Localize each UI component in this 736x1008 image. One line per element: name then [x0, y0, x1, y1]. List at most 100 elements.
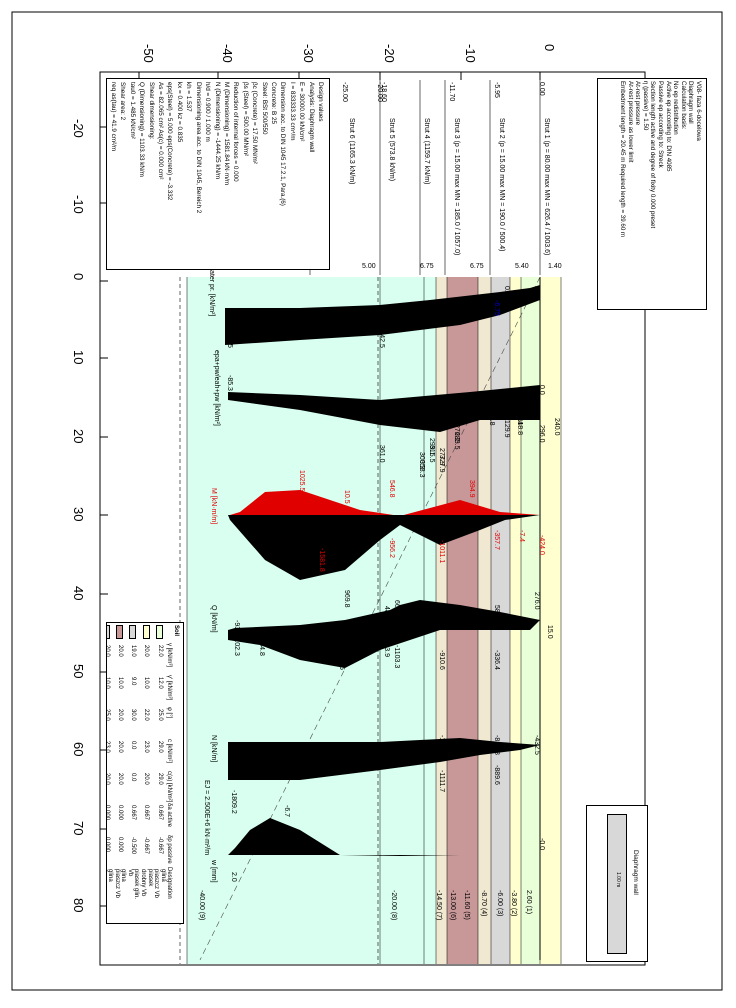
design-line: E = 30000.00 kN/cm² — [298, 82, 306, 142]
soil-table-cell: 0.000 — [116, 805, 123, 821]
soil-table-header-cell: c [kN/m²] — [166, 739, 173, 763]
stiffness-label: EJ = 2.500E+6 kN·m²/m — [203, 780, 210, 855]
layer-depth-label: -40.00 (9) — [198, 890, 205, 920]
pressure-value-label: 276.2 — [453, 424, 460, 442]
shear-value-label: 581.1 — [493, 605, 500, 623]
pressure-caption: epa+pw/eah+pw [kN/m²] — [213, 350, 220, 426]
shear-value-label: -1103.3 — [393, 645, 400, 668]
design-line: Design values — [317, 82, 324, 122]
design-line: Dimension acc. to DIN 1045 17.2.1, Para.… — [279, 82, 287, 206]
depth-tick-label: -40 — [220, 44, 235, 63]
pressure-value-label: 361.0 — [378, 445, 385, 463]
level-label: -18.60 — [380, 82, 387, 102]
soil-table-cell: 0.667 — [130, 805, 137, 821]
soil-table-cell: 20.0 — [116, 709, 123, 721]
level-label: -25.00 — [341, 82, 348, 102]
moment-value-label: 10.5 — [343, 490, 350, 504]
x-tick-label: 50 — [71, 664, 86, 678]
soil-table-cell: 0.000 — [106, 837, 110, 853]
soil-table-header-cell: φ [°] — [166, 707, 173, 719]
design-line: N (Dimensioning) = -1444.25 kN/m — [213, 82, 221, 180]
pressure-value-label: 300.3 — [418, 452, 425, 470]
soil-table-cell: 20.0 — [116, 645, 123, 657]
strut-length-label: 5.40 — [515, 263, 529, 270]
deflection-caption: w [mm] — [210, 859, 217, 883]
depth-tick-label: -30 — [301, 44, 316, 63]
info-line: No ep redistribution — [672, 81, 680, 135]
depth-tick-label: -50 — [141, 44, 156, 63]
design-line: eps(Steel) = 5.000 eps(Concrete) = -3.33… — [166, 82, 174, 201]
soil-table-cell: 20.0 — [106, 645, 110, 657]
shear-value-label: -910.6 — [438, 650, 445, 670]
x-tick-label: -10 — [71, 195, 86, 214]
normal-value-label: -1809.2 — [230, 790, 237, 814]
depth-tick-label: -10 — [463, 44, 478, 63]
design-line: βs (Steel) = 500.00 MN/m² — [241, 82, 249, 157]
soil-table-cell: 22.0 — [143, 709, 150, 721]
design-line: Shear area: 2 — [119, 82, 127, 121]
design-line: kx = 0.400 kz = 0.835 — [175, 82, 183, 143]
info-line: Section length active and degree of fixi… — [649, 81, 657, 229]
wall-legend-sub: 1.00 m — [615, 872, 621, 888]
soil-table-cell: 10.0 — [106, 677, 110, 689]
pressure-value-label: 327.9 — [438, 455, 445, 473]
pressure-value-label: 117.4 — [516, 408, 523, 425]
shear-value-label: -93.5 — [233, 620, 240, 636]
info-line: Embedment length = 20.45 m Required leng… — [619, 81, 627, 238]
normal-value-label: -432.5 — [533, 735, 540, 755]
normal-value-label: -1036.7 — [438, 735, 445, 759]
soil-swatch — [155, 625, 163, 639]
soil-table-header-cell: Designation — [166, 867, 173, 899]
x-tick-label: 80 — [71, 898, 86, 912]
soil-table-cell: 0.000 — [106, 805, 110, 821]
soil-table-cell: 10.0 — [116, 677, 123, 689]
normal-caption: N [kN/m] — [210, 735, 217, 762]
shear-value-label: -336.4 — [493, 650, 500, 670]
wall-legend-box: Diaphragm wall 1.00 m — [586, 805, 648, 962]
info-line: Calculation basis: — [679, 81, 687, 130]
pressure-diagram-lower — [228, 385, 540, 432]
x-tick-label: 10 — [71, 350, 86, 364]
soil-table-cell: piasek drobny Vb — [140, 869, 153, 897]
water-caption: water pr. [kN/m²] — [208, 264, 215, 316]
soil-table-cell: 23.0 — [143, 741, 150, 753]
design-line: Reduction of internal forces = 0.000 — [232, 82, 240, 182]
soil-swatch — [107, 625, 110, 639]
soil-table-cell: 20.0 — [143, 645, 150, 657]
soil-table-cell: -0.667 — [143, 837, 150, 855]
moment-value-label: 1025.5 — [298, 470, 305, 492]
soil-table-header-cell: δa active — [166, 803, 173, 828]
soil-table-header-cell: δp passive — [166, 835, 173, 864]
shear-value-label: -885.5 — [338, 650, 345, 670]
design-line: Dimensioning area acc. to DIN 1045, Bere… — [194, 82, 202, 214]
soil-table-cell: 25.0 — [106, 709, 110, 721]
layer-depth-label: -6.00 (3) — [496, 890, 503, 916]
pressure-value-label: -142.5 — [378, 328, 385, 348]
soil-table-cell: -0.667 — [156, 837, 163, 855]
info-box: V08- faza 6-docelowa Diaphragm wall Calc… — [597, 78, 707, 310]
pressure-value-label: 296.0 — [538, 425, 545, 443]
soil-table-header-cell: c(a) [kN/m²] — [166, 771, 173, 803]
soil-table-cell: 0.0 — [130, 741, 137, 750]
soil-swatch — [142, 625, 150, 639]
info-line: Passive ep according to: Streck — [657, 81, 665, 168]
soil-table-cell: 12.0 — [156, 677, 163, 689]
soil-table-cell: 0.0 — [130, 773, 137, 782]
shear-value-label: 15.0 — [546, 625, 553, 639]
layer-depth-label: -3.80 (2) — [510, 890, 517, 916]
pressure-value-label: 299.1 — [428, 438, 435, 456]
soil-table-cell: 29.0 — [156, 741, 163, 753]
layer-depth-label: -8.70 (4) — [480, 890, 487, 916]
soil-table-title: Soil — [173, 625, 179, 637]
moment-value-label: -7.4 — [518, 530, 525, 542]
moment-value-label: -1581.8 — [318, 548, 325, 572]
soil-table-cell: 0.667 — [143, 805, 150, 821]
shear-caption: Q [kN/m] — [210, 605, 217, 633]
layer-depth-label: -13.00 (6) — [449, 890, 456, 920]
layer-depth-label: -14.50 (7) — [435, 890, 442, 920]
pressure-value-label: 87.3 — [513, 400, 520, 414]
